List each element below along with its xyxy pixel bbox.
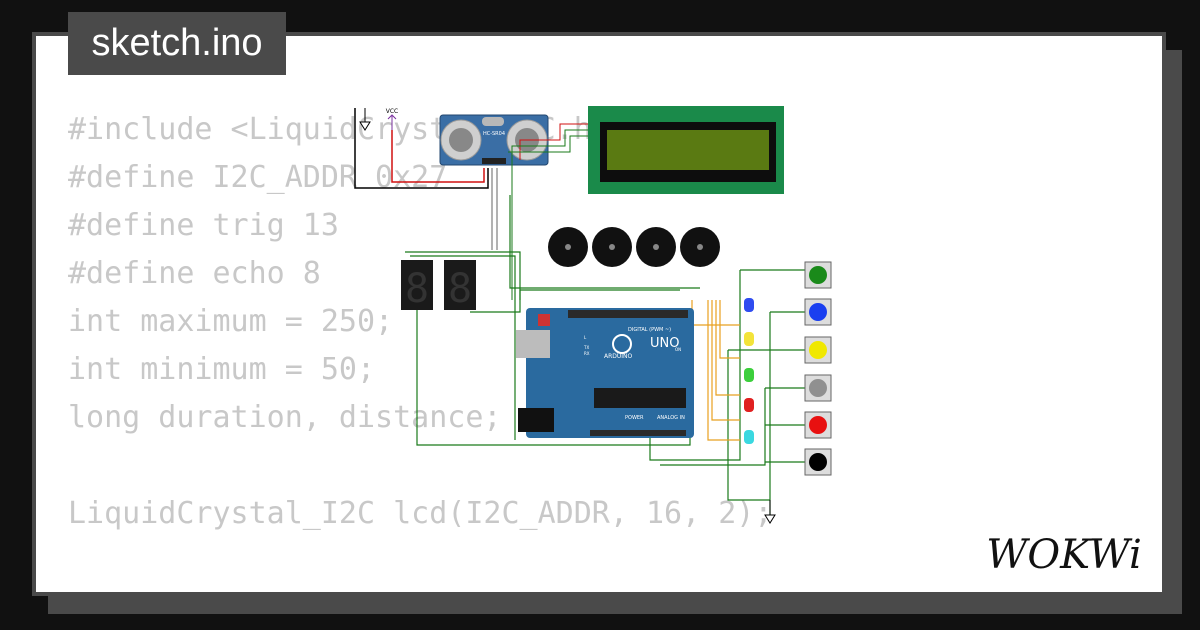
logo-text: WOKWi: [986, 532, 1142, 576]
wire: [354, 108, 489, 189]
wire: [719, 300, 740, 359]
buzzer: [592, 227, 632, 267]
led: [744, 430, 754, 444]
arduino-board: UNO ARDUINO DIGITAL (PWM ~) POWER ANALOG…: [516, 308, 694, 438]
wire: [727, 350, 770, 501]
code-line: LiquidCrystal_I2C lcd(I2C_ADDR, 16, 2);: [68, 496, 773, 531]
digital-header-label: DIGITAL (PWM ~): [628, 327, 671, 333]
code-line: int maximum = 250;: [68, 304, 394, 339]
buzzer: [548, 227, 588, 267]
code-line: #define trig 13: [68, 208, 339, 243]
wire: [511, 129, 588, 300]
push-button: [804, 374, 832, 402]
on-label: ON: [675, 347, 681, 352]
wire: [508, 135, 588, 153]
wire: [405, 251, 521, 300]
seven-segment-display: 8: [444, 260, 476, 312]
code-line: long duration, distance;: [68, 400, 502, 435]
wire: [509, 195, 700, 289]
board-subtitle: ARDUINO: [604, 353, 633, 360]
push-button: [804, 448, 832, 476]
svg-text:8: 8: [405, 266, 429, 312]
led: [744, 298, 754, 312]
wire: [711, 300, 740, 421]
code-line: #define echo 8: [68, 256, 321, 291]
board-brand: UNO: [650, 336, 679, 351]
buzzer: [636, 227, 676, 267]
led: [744, 332, 754, 346]
code-line: #define I2C_ADDR 0x27: [68, 160, 448, 195]
push-button: [804, 411, 832, 439]
wire: [416, 310, 691, 446]
push-button: [804, 336, 832, 364]
led: [744, 368, 754, 382]
svg-text:8: 8: [448, 266, 472, 312]
vcc-symbol: VCC: [386, 108, 398, 130]
wire: [660, 388, 766, 466]
wire: [391, 130, 485, 183]
code-line: int minimum = 50;: [68, 352, 376, 387]
sensor-label: HC-SR04: [483, 131, 505, 137]
file-title: sketch.ino: [68, 12, 286, 75]
buzzer: [680, 227, 720, 267]
rx-label: RX: [584, 351, 590, 356]
wire: [707, 300, 740, 441]
push-button: [804, 261, 832, 289]
wire: [470, 289, 680, 313]
tx-label: TX: [583, 345, 589, 350]
wokwi-logo: WOKWi: [978, 528, 1150, 576]
wire: [519, 123, 588, 160]
wire: [649, 270, 741, 461]
ground-symbol: [359, 108, 371, 131]
led: [744, 398, 754, 412]
l-label: L: [584, 335, 587, 340]
analog-header-label: ANALOG IN: [657, 415, 685, 421]
wire: [715, 300, 740, 396]
ground-symbol: [764, 514, 776, 524]
power-header-label: POWER: [625, 415, 644, 421]
seven-segment-display: 8: [401, 260, 433, 312]
wire: [410, 255, 516, 440]
vcc-label: VCC: [386, 108, 398, 115]
push-button: [804, 298, 832, 326]
wokwi-logo-mark: WOKWi: [986, 532, 1142, 576]
lcd-display: [508, 106, 784, 300]
